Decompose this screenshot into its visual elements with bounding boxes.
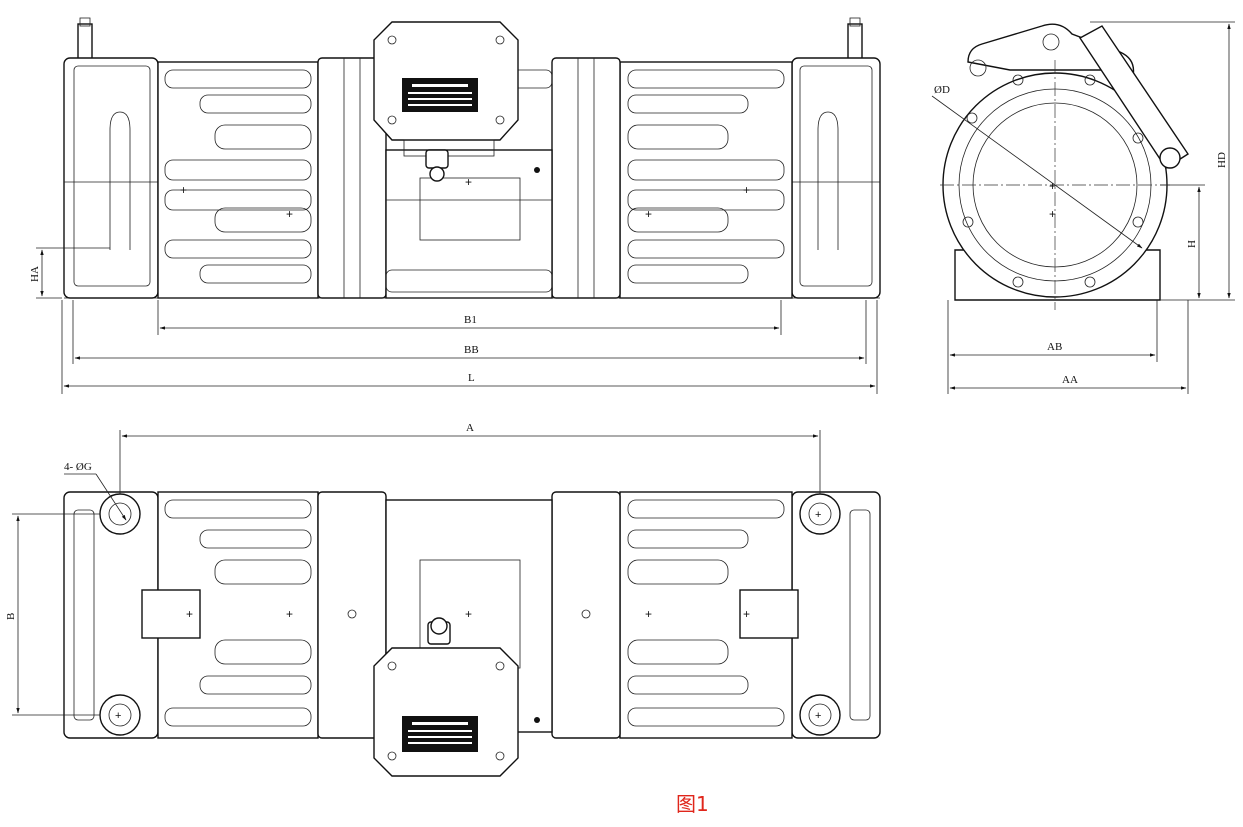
side-dimensions: H HD AB AA: [947, 21, 1235, 394]
svg-text:+: +: [815, 509, 821, 521]
svg-text:+: +: [115, 710, 121, 722]
front-view: + + + + +: [63, 17, 881, 299]
side-view: + + ØD: [931, 23, 1189, 310]
dim-l: L: [468, 372, 475, 384]
dim-bb: BB: [464, 344, 479, 356]
dim-aa: AA: [1062, 374, 1078, 386]
dim-a: A: [466, 422, 474, 434]
svg-text:+: +: [186, 607, 193, 621]
svg-text:+: +: [1049, 207, 1056, 221]
figure-caption: 图1: [676, 792, 709, 816]
dim-hole-callout: 4- ØG: [64, 461, 92, 473]
dim-h: H: [1186, 240, 1198, 248]
svg-text:+: +: [286, 207, 293, 221]
svg-text:+: +: [743, 183, 750, 197]
front-dimensions: B1 BB L HA: [29, 247, 878, 394]
svg-text:+: +: [180, 183, 187, 197]
top-view: + + +: [63, 491, 881, 777]
svg-text:+: +: [645, 207, 652, 221]
dim-ab: AB: [1047, 341, 1062, 353]
dim-diameter: ØD: [934, 84, 950, 96]
svg-text:+: +: [465, 607, 472, 621]
dim-ha: HA: [29, 266, 41, 282]
top-dimensions: A B 4- ØG: [5, 422, 821, 716]
svg-text:+: +: [743, 607, 750, 621]
svg-text:+: +: [815, 710, 821, 722]
svg-text:+: +: [1049, 179, 1056, 193]
dim-hd: HD: [1216, 152, 1228, 168]
svg-text:+: +: [465, 175, 472, 189]
svg-text:+: +: [645, 607, 652, 621]
dim-b1: B1: [464, 314, 477, 326]
dim-b: B: [5, 613, 17, 620]
svg-text:+: +: [286, 607, 293, 621]
